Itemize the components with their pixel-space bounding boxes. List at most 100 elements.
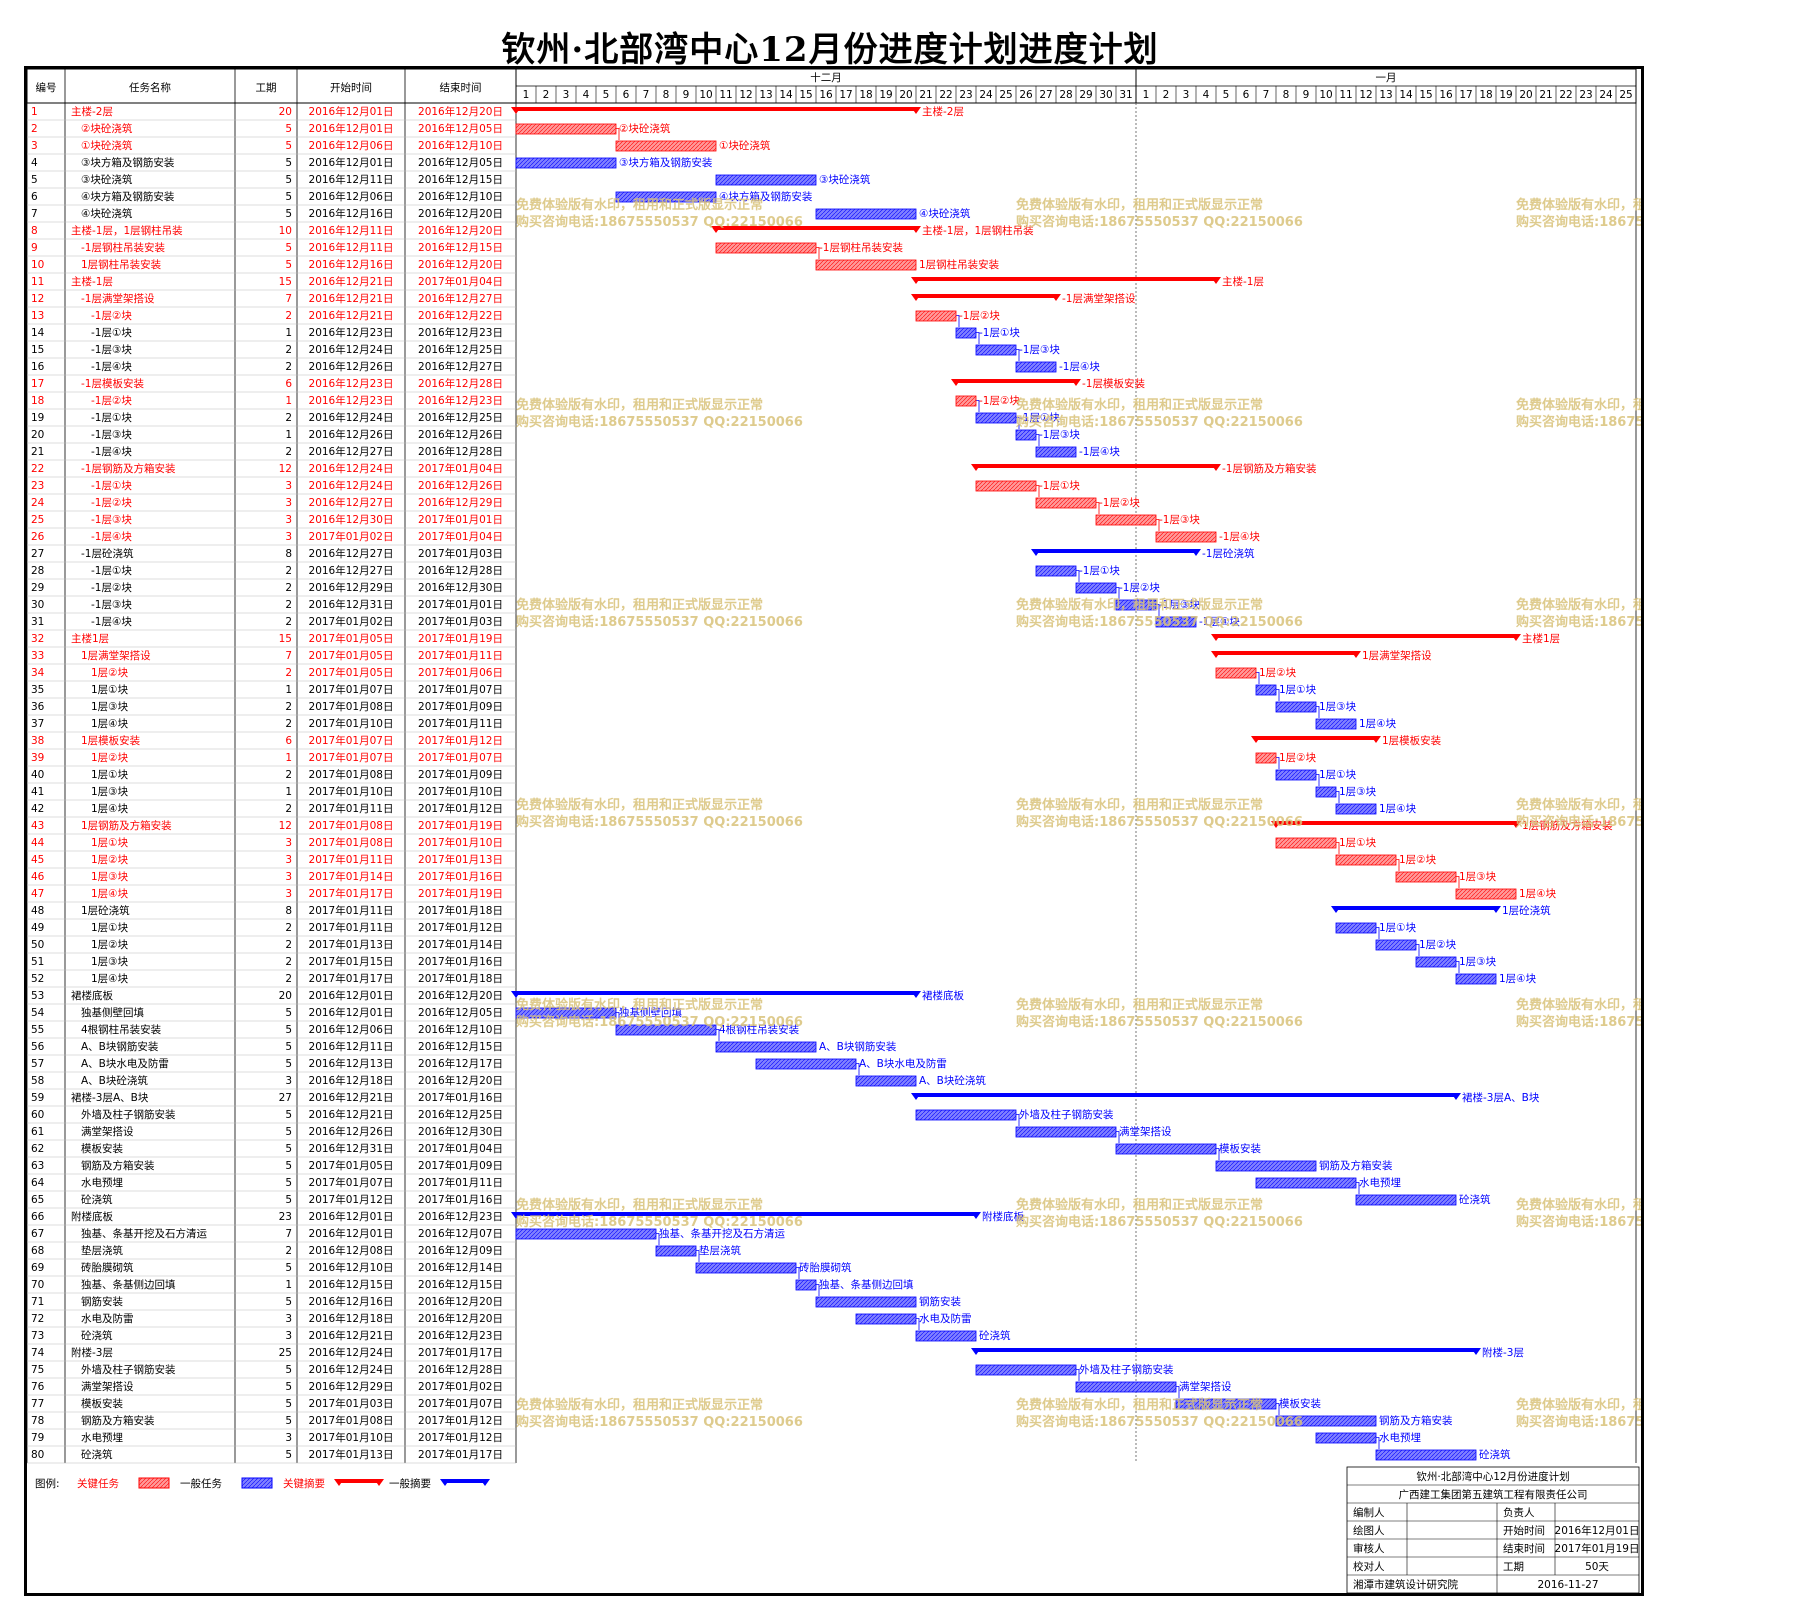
task-bar	[1315, 786, 1337, 798]
row-name: -1层③块	[91, 429, 132, 441]
row-end: 2016年12月14日	[418, 1261, 503, 1274]
day-tick: 5	[603, 89, 610, 101]
row-name: -1层②块	[91, 582, 132, 594]
watermark-line2: 购买咨询电话:18675550537 QQ:22150066	[1516, 214, 1641, 230]
day-tick: 14	[779, 89, 793, 101]
row-name: A、B块钢筋安装	[81, 1040, 159, 1053]
row-duration: 5	[285, 157, 292, 169]
watermark-line1: 免费体验版有水印，租用和正式版显示正常	[516, 197, 763, 213]
summary-cap-start	[1251, 736, 1261, 743]
row-duration: 3	[285, 531, 292, 543]
row-name: -1层砼浇筑	[81, 547, 134, 560]
row-id: 17	[31, 378, 44, 390]
row-end: 2017年01月01日	[418, 513, 503, 526]
row-name: 砼浇筑	[81, 1193, 113, 1206]
row-duration: 8	[285, 548, 292, 560]
summary-cap-end	[1451, 1093, 1461, 1100]
row-duration: 23	[279, 1211, 292, 1223]
bar-label: -1层③块	[1159, 514, 1200, 526]
row-start: 2017年01月11日	[309, 802, 394, 815]
row-id: 39	[31, 752, 44, 764]
row-name: 1层③块	[91, 701, 129, 713]
row-id: 33	[31, 650, 44, 662]
row-id: 30	[31, 599, 44, 611]
summary-bar	[1036, 549, 1196, 553]
row-end: 2016年12月23日	[418, 326, 503, 339]
summary-cap-start	[511, 991, 521, 998]
info-box	[1346, 1466, 1640, 1593]
dependency-link	[1016, 1114, 1020, 1126]
row-name: 砼浇筑	[81, 1448, 113, 1461]
day-tick: 24	[1599, 89, 1613, 101]
summary-cap-end	[911, 991, 921, 998]
summary-cap-end	[1051, 294, 1061, 301]
row-duration: 2	[285, 599, 292, 611]
row-duration: 5	[285, 1296, 292, 1308]
dependency-link	[976, 400, 980, 412]
row-name: ②块砼浇筑	[81, 122, 133, 135]
summary-bar	[976, 1348, 1476, 1352]
row-duration: 5	[285, 1109, 292, 1121]
watermark-line2: 购买咨询电话:18675550537 QQ:22150066	[516, 614, 803, 630]
row-id: 21	[31, 446, 44, 458]
task-bar	[1275, 1415, 1377, 1427]
summary-bar	[516, 1212, 976, 1216]
row-name: 钢筋安装	[81, 1295, 123, 1308]
row-name: 附楼-3层	[71, 1346, 113, 1359]
row-end: 2017年01月03日	[418, 547, 503, 560]
summary-cap-start	[1031, 549, 1041, 556]
day-tick: 18	[859, 89, 872, 101]
row-id: 58	[31, 1075, 44, 1087]
row-end: 2017年01月17日	[418, 1448, 503, 1461]
watermark-line2: 购买咨询电话:18675550537 QQ:22150066	[516, 1014, 803, 1030]
task-bar	[955, 327, 977, 339]
row-end: 2016年12月20日	[418, 1295, 503, 1308]
row-id: 61	[31, 1126, 44, 1138]
row-id: 34	[31, 667, 45, 679]
day-tick: 9	[683, 89, 690, 101]
row-duration: 5	[285, 174, 292, 186]
row-start: 2017年01月17日	[309, 887, 394, 900]
bar-label: 砖胎膜砌筑	[799, 1261, 852, 1274]
row-end: 2017年01月19日	[418, 632, 503, 645]
summary-cap-start	[511, 1212, 521, 1219]
bar-label: -1层①块	[1079, 565, 1120, 577]
row-name: -1层②块	[91, 497, 132, 509]
legend-normal-swatch	[241, 1477, 273, 1489]
row-start: 2017年01月15日	[309, 955, 394, 968]
info-cell: 负责人	[1503, 1506, 1535, 1519]
row-start: 2016年12月31日	[309, 598, 394, 611]
dependency-link	[1076, 570, 1080, 582]
row-duration: 3	[285, 514, 292, 526]
summary-bar	[516, 107, 916, 111]
row-duration: 2	[285, 344, 292, 356]
row-duration: 1	[285, 684, 292, 696]
watermark-line1: 免费体验版有水印，租用和正式版显示正常	[1016, 1397, 1263, 1413]
bar-label: 满堂架搭设	[1119, 1125, 1172, 1138]
row-name: 主楼1层	[71, 632, 109, 645]
task-bar	[515, 1007, 617, 1019]
watermark-line1: 免费体验版有水印，租用和正式版显示正常	[1516, 1397, 1641, 1413]
row-start: 2016年12月01日	[309, 105, 394, 118]
task-bar	[915, 1330, 977, 1342]
legend-normal-task: 一般任务	[180, 1477, 222, 1490]
day-tick: 25	[999, 89, 1012, 101]
row-end: 2016年12月05日	[418, 1006, 503, 1019]
row-id: 26	[31, 531, 45, 543]
row-end: 2016年12月25日	[418, 411, 503, 424]
page-title: 钦州·北部湾中心12月份进度计划进度计划	[501, 30, 1159, 70]
row-duration: 5	[285, 1177, 292, 1189]
summary-cap-end	[1491, 906, 1501, 913]
row-start: 2016年12月26日	[309, 360, 394, 373]
row-duration: 5	[285, 1007, 292, 1019]
row-name: 1层模板安装	[81, 734, 141, 747]
row-name: -1层④块	[91, 531, 132, 543]
dependency-link	[1276, 1403, 1280, 1415]
row-start: 2017年01月13日	[309, 938, 394, 951]
task-bar	[1335, 922, 1377, 934]
task-bar	[1155, 616, 1197, 628]
watermark-line1: 免费体验版有水印，租用和正式版显示正常	[1516, 397, 1641, 413]
summary-cap-start	[711, 226, 721, 233]
day-tick: 2	[1163, 89, 1170, 101]
row-duration: 12	[279, 463, 292, 475]
